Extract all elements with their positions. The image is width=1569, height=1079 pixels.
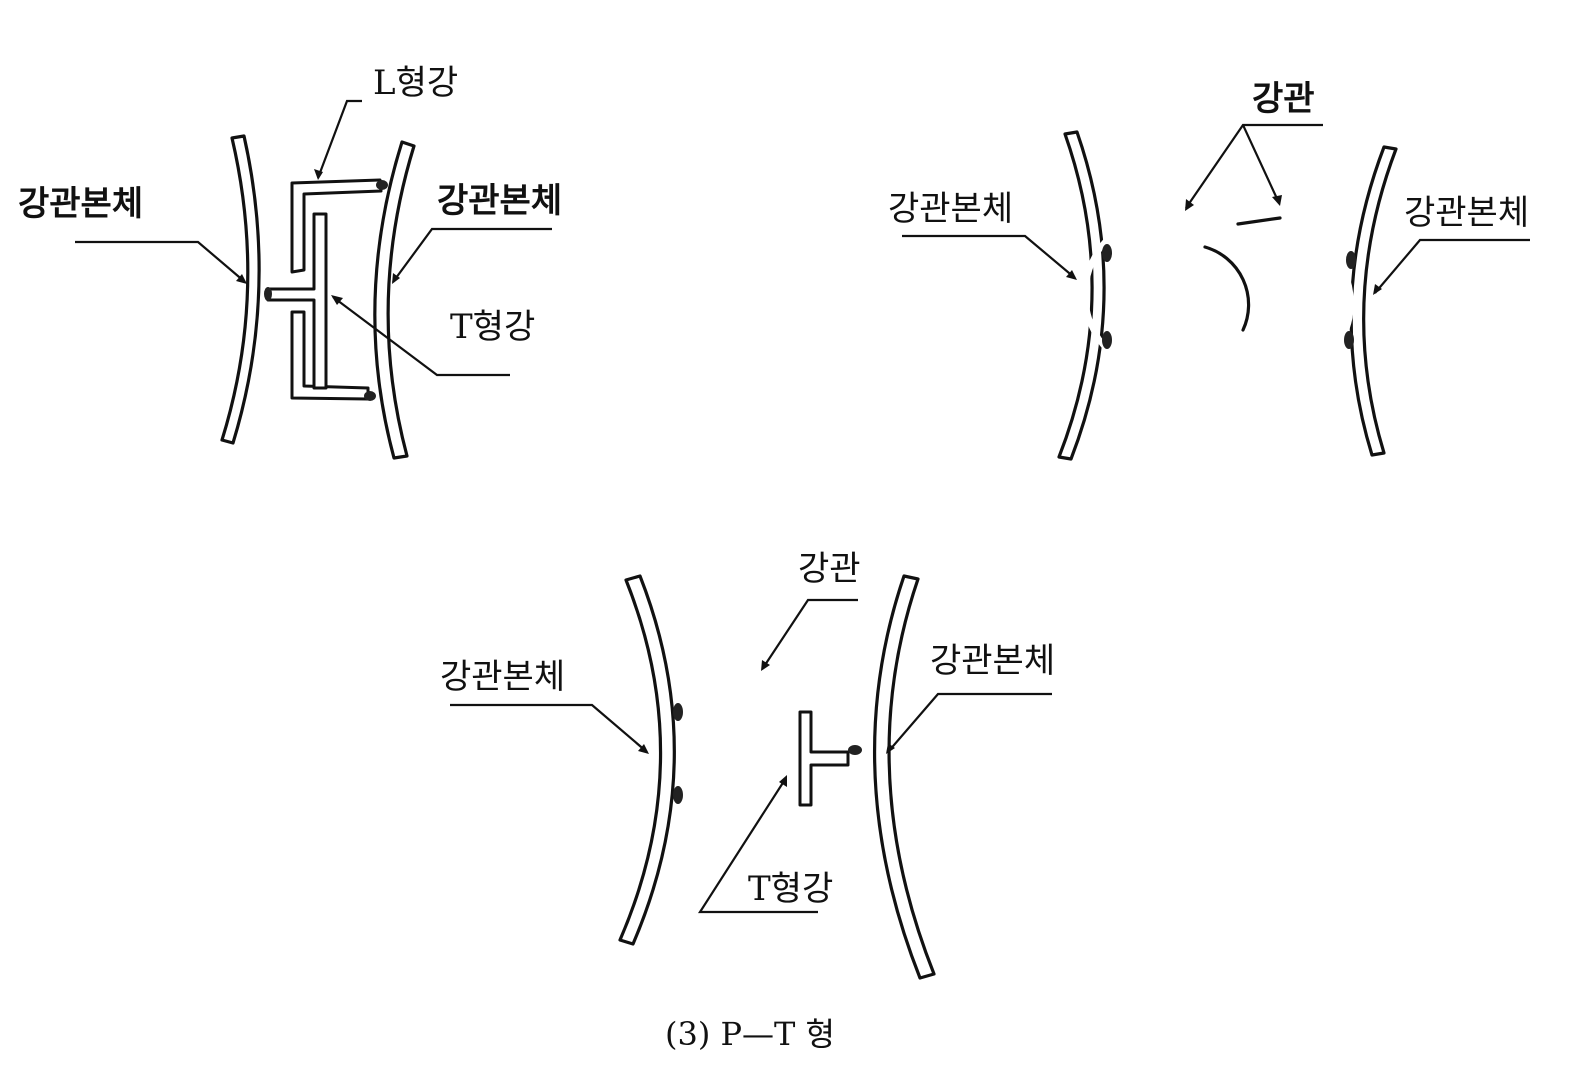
figure-b-right-pipe [1207, 216, 1354, 386]
figure-b-double-pipe-joint: 강관 강관본체 강관본체 [888, 79, 1530, 461]
figure-a-right-body-wall [373, 140, 416, 460]
figure-b-right-body-leader [1374, 238, 1530, 294]
figure-c-pipe-label: 강관 [798, 549, 861, 589]
figure-a-tee-steel [266, 212, 328, 390]
figure-c-tee-leader [697, 777, 818, 914]
figure-c-right-body-leader [887, 692, 1052, 753]
figure-a-angle-steel-bottom [290, 310, 370, 401]
figure-b-right-body-label: 강관본체 [1404, 193, 1529, 233]
figure-c-pipe [681, 681, 835, 852]
figure-a-angle-label: L형강 [373, 63, 458, 103]
figure-caption: (3) P—T 형 [665, 1015, 835, 1053]
figure-c-tee-label: T형강 [748, 869, 833, 909]
figure-c-pipe-tee-joint: 강관 T형강 강관본체 강관본체 [440, 549, 1055, 980]
figure-b-pipe-label: 강관 [1252, 79, 1315, 119]
figure-a-left-body-leader [75, 240, 246, 283]
figure-a-right-body-leader [392, 227, 552, 283]
figure-b-right-body-wall [1349, 145, 1398, 457]
figure-a-left-body-label: 강관본체 [18, 184, 143, 224]
figure-b-pipe-leader [1185, 123, 1323, 209]
figure-b-left-body-leader [902, 234, 1076, 279]
figure-c-left-body-wall [618, 574, 676, 946]
figure-b-welds [1102, 244, 1356, 349]
figure-a-angle-tee-joint: 강관본체 강관본체 L형강 T형강 [18, 63, 562, 460]
figure-b-left-pipe [1082, 211, 1251, 378]
figure-c-right-body-wall [873, 574, 936, 980]
figure-c-tee-steel [798, 710, 850, 807]
figure-c-right-body-label: 강관본체 [930, 641, 1055, 681]
figure-c-left-body-label: 강관본체 [440, 657, 565, 697]
figure-a-left-body-wall [220, 134, 261, 445]
figure-a-right-body-label: 강관본체 [437, 181, 562, 221]
figure-a-tee-label: T형강 [450, 307, 535, 347]
figure-a-welds [264, 180, 388, 401]
figure-b-left-body-label: 강관본체 [888, 189, 1013, 229]
figure-a-angle-leader [316, 99, 362, 179]
figure-a-tee-leader [332, 296, 510, 377]
figure-c-left-body-leader [450, 703, 648, 753]
figure-a-angle-steel-top [290, 178, 383, 274]
figure-b-left-body-wall [1057, 130, 1106, 461]
figure-c-pipe-leader [762, 598, 858, 669]
figure-c-welds [673, 703, 862, 804]
